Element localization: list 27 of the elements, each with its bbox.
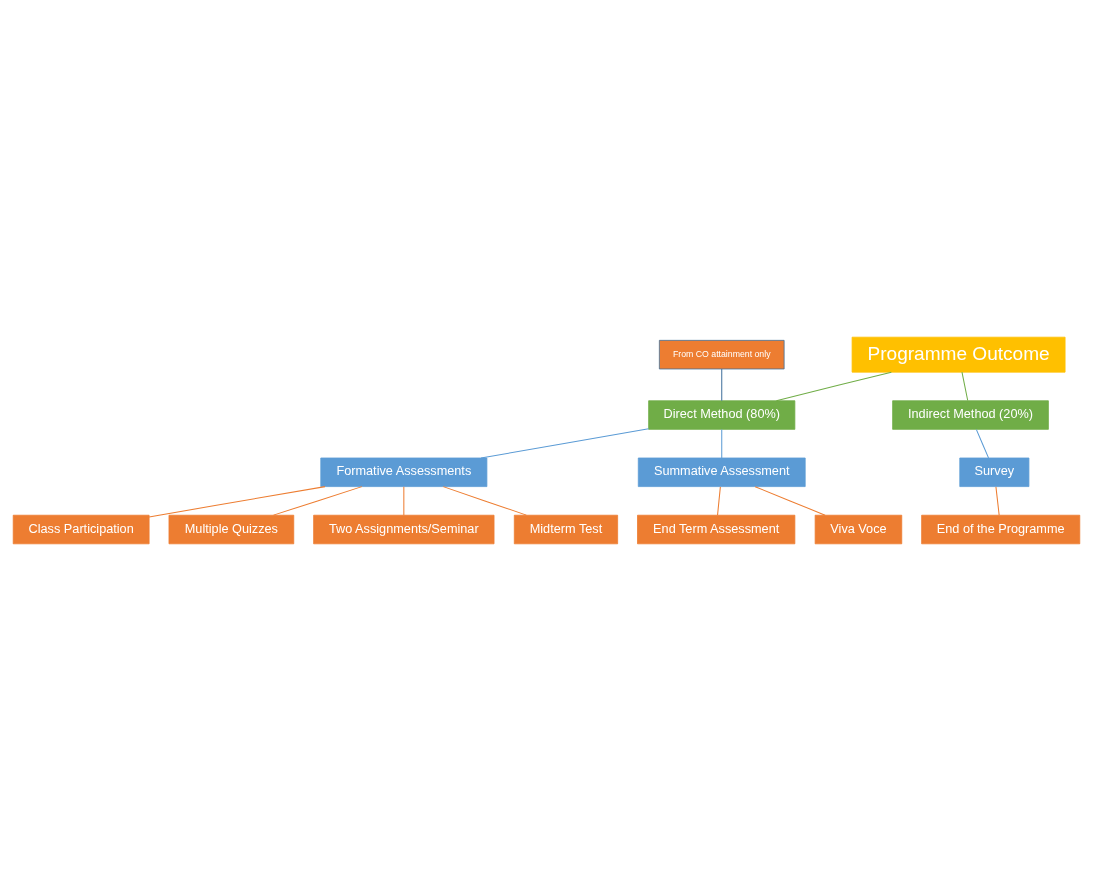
- node-box: Class Participation: [12, 514, 150, 545]
- connector: [754, 486, 826, 516]
- connector: [403, 486, 405, 516]
- node-box: Direct Method (80%): [648, 400, 796, 430]
- connector: [721, 368, 723, 402]
- connector: [717, 486, 721, 516]
- connector: [995, 486, 1000, 516]
- node-box: Survey: [959, 457, 1030, 487]
- node-box: From CO attainment only: [658, 339, 785, 370]
- connector: [442, 486, 527, 516]
- node-box: Viva Voce: [814, 514, 903, 545]
- connector: [273, 486, 363, 516]
- node-box: End of the Programme: [921, 514, 1081, 545]
- connector: [480, 428, 650, 459]
- connector: [721, 429, 723, 459]
- connector: [775, 371, 892, 402]
- connector: [961, 371, 969, 402]
- node-box: Indirect Method (20%): [892, 400, 1049, 430]
- node-box: Formative Assessments: [320, 457, 488, 487]
- node-box: Programme Outcome: [851, 336, 1066, 373]
- node-box: End Term Assessment: [637, 514, 796, 545]
- node-box: Midterm Test: [513, 514, 619, 545]
- node-box: Multiple Quizzes: [168, 514, 295, 545]
- node-box: Summative Assessment: [637, 457, 806, 487]
- connector: [148, 486, 326, 518]
- node-box: Two Assignments/Seminar: [313, 514, 495, 545]
- connector: [975, 429, 990, 459]
